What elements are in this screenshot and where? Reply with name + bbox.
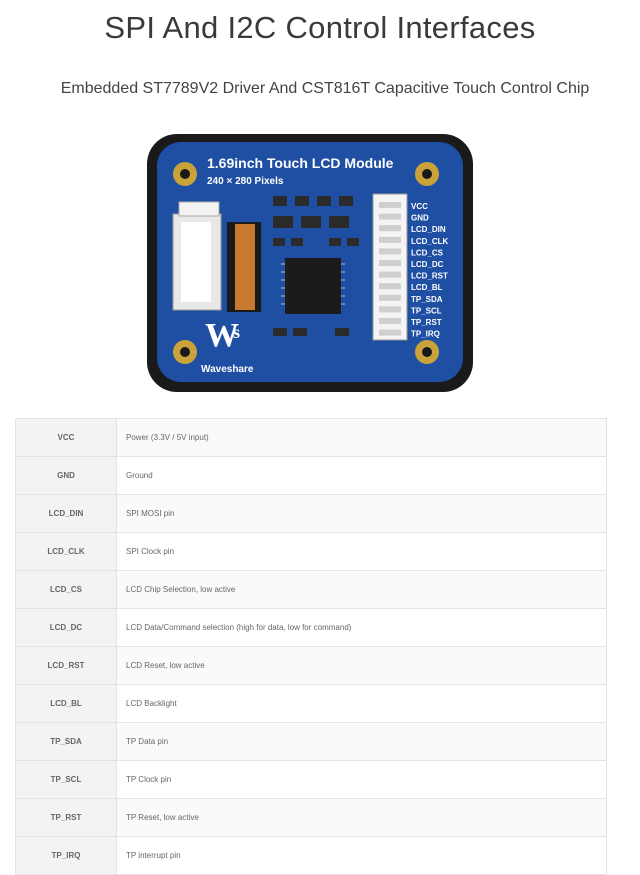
pin-name-cell: VCC <box>15 418 117 457</box>
waveshare-logo-icon: s <box>233 322 240 342</box>
board-pin-label: GND <box>411 214 429 223</box>
header-slot <box>379 294 401 301</box>
header-slot <box>379 236 401 243</box>
header-slot <box>379 318 401 324</box>
header-slot <box>379 271 401 278</box>
pin-description-cell: SPI Clock pin <box>116 532 607 571</box>
header-slot <box>379 248 401 255</box>
board-name: 1.69inch Touch LCD Module <box>207 155 394 171</box>
smd-components <box>273 196 359 336</box>
board-pin-label: LCD_DIN <box>411 225 446 234</box>
page-title: SPI And I2C Control Interfaces <box>104 10 536 45</box>
pin-name-cell: LCD_BL <box>15 684 117 723</box>
chip-pins <box>281 263 345 305</box>
pin-name-cell: GND <box>15 456 117 495</box>
pin-name-cell: LCD_DC <box>15 608 117 647</box>
pin-name-cell: TP_SDA <box>15 722 117 761</box>
board-pin-label: TP_RST <box>411 318 442 327</box>
pin-name-cell: LCD_DIN <box>15 494 117 533</box>
header-slot <box>379 306 401 313</box>
pin-name-cell: TP_RST <box>15 798 117 837</box>
board-pin-label: LCD_BL <box>411 283 443 292</box>
header-slot <box>379 213 401 220</box>
header-slot <box>379 283 401 290</box>
lcd-module-photo: 1.69inch Touch LCD Module 240 × 280 Pixe… <box>145 132 475 394</box>
board-pin-label: TP_IRQ <box>411 330 440 339</box>
pin-description-cell: TP Reset, low active <box>116 798 607 837</box>
pin-description-cell: TP Clock pin <box>116 760 607 799</box>
pin-description-cell: Power (3.3V / 5V input) <box>116 418 607 457</box>
board-illustration: 1.69inch Touch LCD Module 240 × 280 Pixe… <box>147 134 473 392</box>
board-pin-label: LCD_CS <box>411 248 444 257</box>
board-pin-label: LCD_CLK <box>411 237 449 246</box>
waveshare-logo-icon: W <box>205 317 239 354</box>
pin-description-cell: SPI MOSI pin <box>116 494 607 533</box>
pin-labels: VCC GND LCD_DIN LCD_CLK LCD_CS LCD_DC LCD_RST L… <box>411 202 449 339</box>
header-slot <box>379 225 401 232</box>
pin-name-cell: TP_SCL <box>15 760 117 799</box>
pin-description-cell: LCD Backlight <box>116 684 607 723</box>
pin-description-cell: LCD Chip Selection, low active <box>116 570 607 609</box>
board-pin-label: LCD_DC <box>411 260 444 269</box>
board-pin-label: TP_SCL <box>411 306 442 315</box>
pin-description-cell: LCD Reset, low active <box>116 646 607 685</box>
pin-description-cell: TP interrupt pin <box>116 836 607 875</box>
pin-header-slots <box>379 202 401 336</box>
pin-name-cell: LCD_CS <box>15 570 117 609</box>
pin-name-cell: LCD_RST <box>15 646 117 685</box>
pin-description-cell: Ground <box>116 456 607 495</box>
header-slot <box>379 202 401 208</box>
mounting-hole-icon <box>173 162 439 364</box>
header-slot <box>379 329 401 336</box>
fpc-connector <box>172 201 222 311</box>
board-pin-label: TP_SDA <box>411 295 443 304</box>
pin-description-cell: LCD Data/Command selection (high for dat… <box>116 608 607 647</box>
driver-chip <box>285 258 341 314</box>
board-resolution: 240 × 280 Pixels <box>207 176 284 187</box>
board-pin-label: VCC <box>411 202 428 211</box>
pin-name-cell: LCD_CLK <box>15 532 117 571</box>
brand-label: Waveshare <box>201 364 254 375</box>
pin-name-cell: TP_IRQ <box>15 836 117 875</box>
flex-cable-copper <box>235 224 255 310</box>
page-subtitle: Embedded ST7789V2 Driver And CST816T Cap… <box>60 80 590 97</box>
pin-description-cell: TP Data pin <box>116 722 607 761</box>
board-pin-label: LCD_RST <box>411 272 448 281</box>
header-slot <box>379 260 401 266</box>
